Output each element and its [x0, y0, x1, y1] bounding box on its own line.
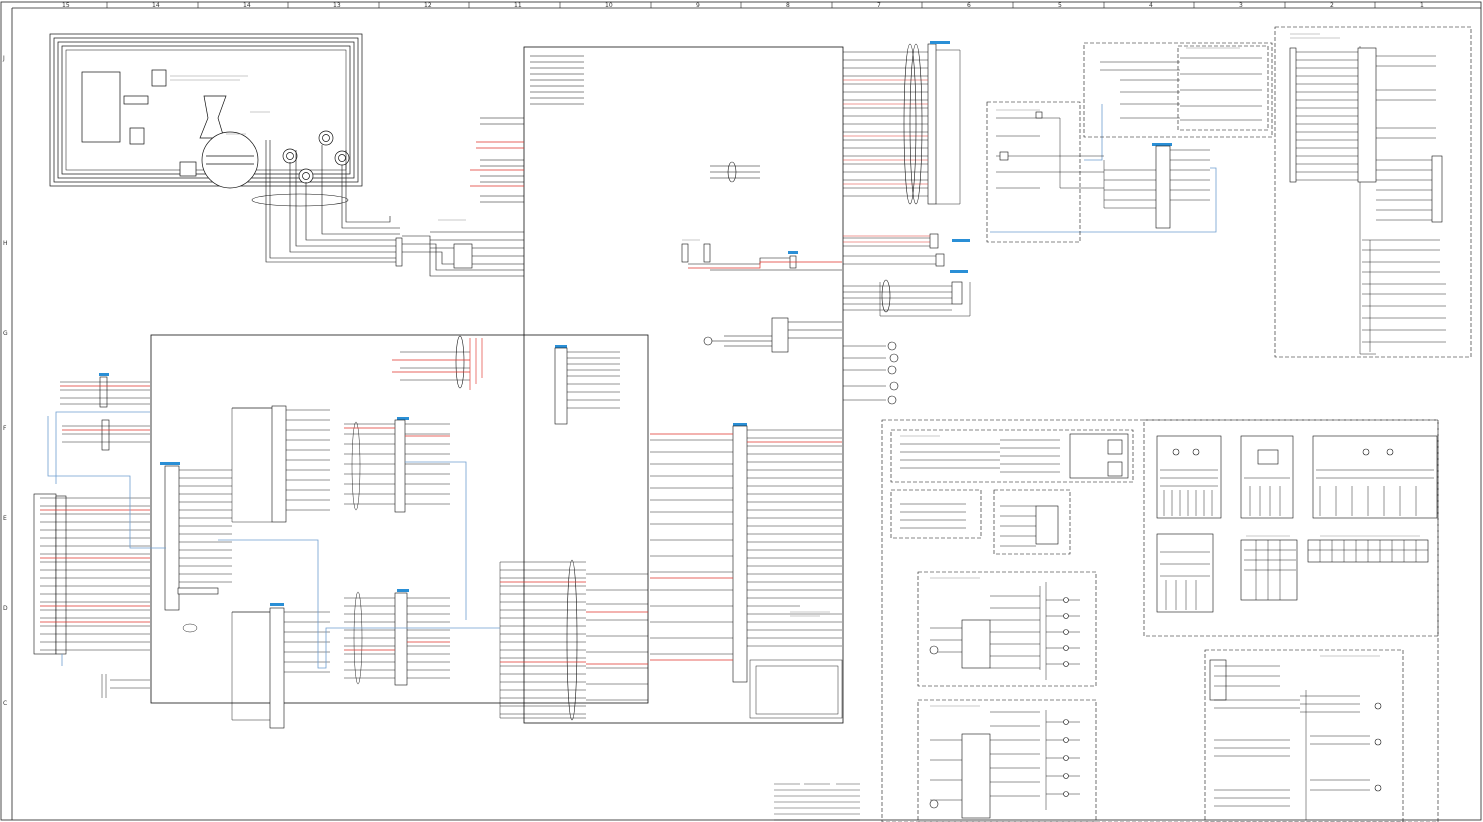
- panel-block: [961, 433, 1438, 819]
- connector-tags: [99, 41, 1172, 606]
- controller-input-wires: [480, 55, 584, 203]
- zone-col-label: 1: [1420, 2, 1424, 9]
- annotation-marks: [170, 33, 1420, 707]
- zone-col-label: 10: [605, 2, 613, 9]
- panel-wires: [900, 439, 1434, 820]
- zone-col-label: 6: [967, 2, 971, 9]
- zone-row-label: J: [2, 55, 5, 62]
- dashed-subassembly: [881, 26, 1472, 822]
- zone-row-label: D: [3, 605, 8, 612]
- zone-col-label: 14: [152, 2, 160, 9]
- ground-icon: [929, 448, 1394, 809]
- zone-col-label: 4: [1149, 2, 1153, 9]
- zone-col-label: 8: [786, 2, 790, 9]
- left-connector-wires: [40, 381, 648, 721]
- wire-bundle-ellipses: [455, 43, 923, 721]
- lamp-icon: [887, 341, 899, 405]
- zone-col-label: 14: [243, 2, 251, 9]
- controller-input-wires-red: [470, 141, 524, 187]
- lamp-icon: [710, 161, 760, 183]
- zone-col-label: 9: [696, 2, 700, 9]
- left-connector-group: [33, 376, 408, 729]
- signal-wires-blue: [47, 104, 1217, 669]
- subassembly-wires: [996, 46, 1446, 355]
- sensor-icon: [681, 243, 842, 271]
- left-connector-wires-red: [40, 385, 648, 665]
- relay-icon: [703, 317, 842, 353]
- sensor-wires-red: [688, 261, 842, 269]
- controller-output-wires: [843, 49, 971, 401]
- zone-column-labels: 15 14 14 13 12 11 10 9 8 7 6 5 4 3 2 1: [62, 2, 1424, 9]
- zone-col-label: 5: [1058, 2, 1062, 9]
- zone-col-label: 13: [333, 2, 341, 9]
- zone-row-label: C: [3, 700, 7, 707]
- zone-col-label: 15: [62, 2, 70, 9]
- zone-col-label: 11: [514, 2, 522, 9]
- zone-col-label: 7: [877, 2, 881, 9]
- terminal-strip: [999, 47, 1443, 229]
- parts-list: [774, 783, 860, 821]
- connector-block: [395, 237, 473, 269]
- zone-col-label: 2: [1330, 2, 1334, 9]
- zone-row-label: H: [3, 240, 8, 247]
- zone-row-label: E: [3, 515, 7, 522]
- motor-icon: [201, 130, 350, 189]
- terminal-strip: [927, 43, 963, 305]
- lower-controller-wires-red: [392, 338, 842, 661]
- zone-row-labels: J H G F E D C: [2, 55, 8, 707]
- zone-row-label: G: [3, 330, 8, 337]
- lower-controller-terminal-strip: [554, 347, 748, 683]
- zone-col-label: 3: [1239, 2, 1243, 9]
- controller-output-wires-red: [843, 79, 930, 243]
- zone-row-label: F: [3, 425, 7, 432]
- main-controller-box: [150, 46, 844, 724]
- zone-col-label: 12: [424, 2, 432, 9]
- motor-harness-wires: [251, 140, 524, 277]
- zone-column-ticks: [106, 2, 1376, 8]
- lower-controller-wires: [400, 351, 843, 719]
